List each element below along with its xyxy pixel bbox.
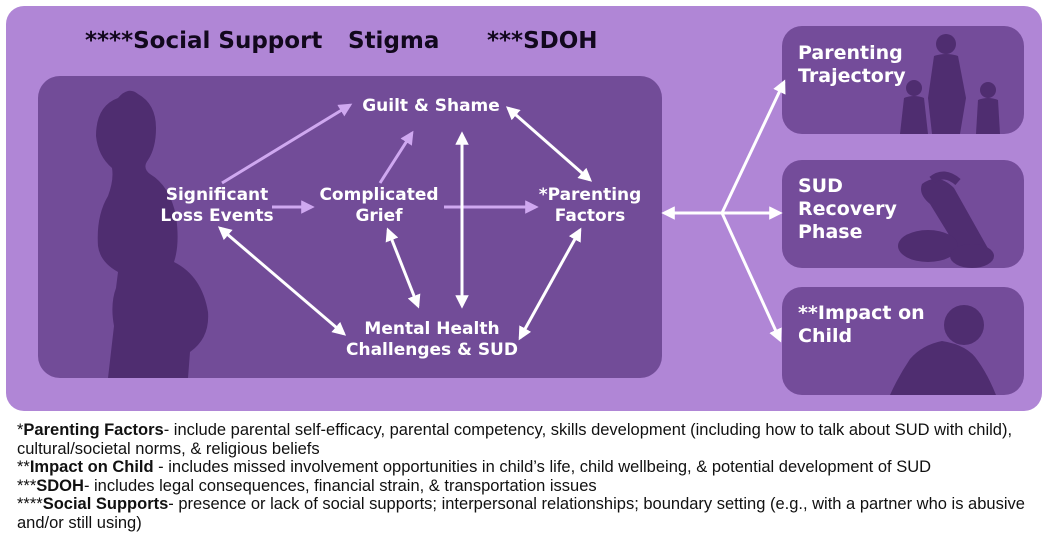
node-loss-events: Significant Loss Events [160,185,274,226]
header-sdoh: ***SDOH [487,28,598,54]
header-social-support: ****Social Support [85,28,323,54]
legend-item: ****Social Supports- presence or lack of… [17,495,1025,532]
legend-item: **Impact on Child - includes missed invo… [17,458,932,477]
crawling-baby-icon [890,305,996,395]
legend-item: *Parenting Factors- include parental sel… [17,421,1013,458]
arrow-grief-mental-health [385,227,421,309]
label-sud-recovery: SUD Recovery Phase [798,175,897,243]
node-complicated-grief: Complicated Grief [319,185,439,226]
footnote-legend: *Parenting Factors- include parental sel… [17,421,1042,533]
pregnant-woman-silhouette [96,90,209,378]
arrow-parenting-mental-health [518,227,582,341]
arrow-to-impact-child [720,212,782,343]
outcome-impact-child: **Impact on Child [782,287,1024,395]
arrow-guilt-parenting [505,106,593,182]
legend-item: ***SDOH- includes legal consequences, fi… [17,476,597,495]
header-stigma: Stigma [348,28,440,54]
node-mental-health-sud: Mental Health Challenges & SUD [346,319,518,360]
pills-bottle-icon [898,171,994,268]
outcome-parenting-trajectory: Parenting Trajectory [782,26,1024,134]
outcome-sud-recovery: SUD Recovery Phase [782,160,1024,268]
node-guilt-shame: Guilt & Shame [362,96,500,116]
node-parenting-factors: *Parenting Factors [538,185,642,226]
family-silhouette-icon [900,34,1000,134]
arrow-grief-to-guilt [378,130,414,184]
arrow-loss-to-guilt [221,103,353,185]
arrow-to-trajectory [720,79,786,214]
arrow-loss-mental-health [217,226,347,336]
label-parenting-trajectory: Parenting Trajectory [798,42,906,87]
label-impact-child: **Impact on Child [798,302,925,347]
